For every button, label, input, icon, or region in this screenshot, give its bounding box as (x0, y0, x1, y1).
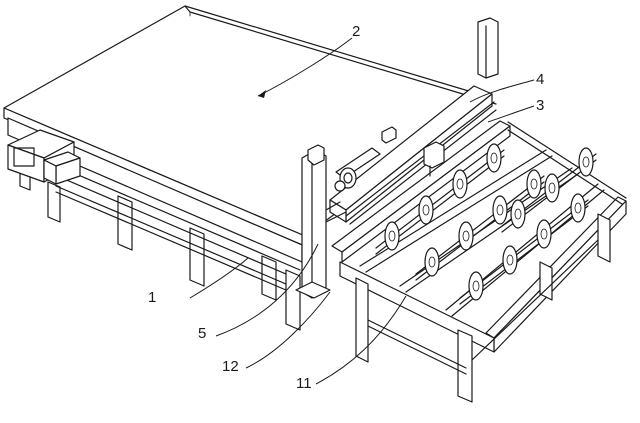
leg (355, 277, 369, 363)
callout-4: 4 (536, 71, 544, 88)
roller-hub (422, 204, 430, 216)
callout-3: 3 (536, 97, 544, 114)
roller-hub (388, 230, 396, 242)
gantry (295, 17, 499, 299)
roller-conveyor (331, 120, 627, 403)
roller-wheel (452, 169, 468, 199)
leg (597, 213, 611, 263)
roller-hub (582, 156, 590, 168)
leg (539, 261, 553, 301)
roller-hub (574, 202, 582, 214)
left-upright (301, 149, 327, 299)
leg (47, 181, 61, 223)
drive-motor (7, 129, 81, 185)
leg (261, 255, 277, 301)
leader-lines (189, 37, 535, 385)
callout-1: 1 (148, 289, 156, 306)
callout-5: 5 (198, 325, 206, 342)
leg (457, 329, 473, 403)
roller-hub (506, 254, 514, 266)
roller-hub (462, 230, 470, 242)
roller-hub (496, 204, 504, 216)
roller-wheel (468, 271, 484, 301)
roller-wheel (510, 199, 526, 229)
roller-wheel (418, 195, 434, 225)
roller-hub (548, 182, 556, 194)
leg (117, 195, 133, 251)
roller-hub (456, 178, 464, 190)
cutter-head (423, 141, 445, 169)
roller-hub (540, 228, 548, 240)
main-frame-legs (19, 149, 301, 331)
roller-hub (514, 208, 522, 220)
roller-wheel (570, 193, 586, 223)
right-upright (477, 17, 499, 79)
roller-wheel (384, 221, 400, 251)
callout-11: 11 (296, 375, 312, 392)
callout-12: 12 (222, 358, 239, 375)
roller-hub (530, 178, 538, 190)
callout-labels: 2 4 3 1 5 12 11 (148, 23, 544, 392)
roller-wheel (492, 195, 508, 225)
roller-hub (490, 152, 498, 164)
roller-wheel (486, 143, 502, 173)
roller-wheel (578, 147, 594, 177)
roller-hub (428, 256, 436, 268)
leg (285, 269, 301, 331)
callout-2: 2 (352, 23, 360, 40)
roller-wheel (424, 247, 440, 277)
roller-hub (472, 280, 480, 292)
roller-wheel (526, 169, 542, 199)
roller-wheel (502, 245, 518, 275)
roller-wheel (536, 219, 552, 249)
roller-rows (375, 143, 597, 305)
leg (189, 227, 205, 287)
roller-wheel (544, 173, 560, 203)
roller-wheel (458, 221, 474, 251)
